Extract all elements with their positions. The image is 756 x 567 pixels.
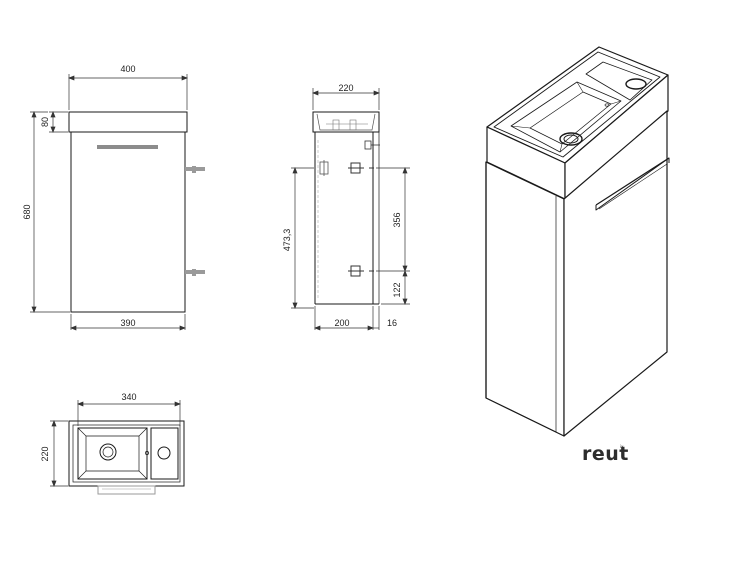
top-width-label: 340	[121, 392, 136, 402]
side-siphon-part	[319, 160, 329, 176]
side-height-473-label: 473,3	[282, 229, 292, 252]
front-basin-rim	[68, 111, 188, 133]
iso-drain-inner	[563, 134, 579, 144]
front-body-width-dimension	[70, 314, 186, 331]
side-view	[291, 88, 410, 331]
side-depth-dimension	[312, 88, 380, 110]
side-height-122-dimension	[381, 270, 410, 305]
front-body-width-label: 390	[120, 318, 135, 328]
front-total-height-dimension	[30, 111, 70, 313]
iso-cabinet-door	[563, 110, 668, 437]
front-wall-bracket-bottom	[185, 269, 205, 276]
side-protrusion-label: 16	[387, 318, 397, 328]
side-depth-label: 220	[338, 83, 353, 93]
side-basin-inner-profile	[316, 113, 376, 131]
top-overflow-hole	[145, 451, 149, 455]
front-basin-height-dimension	[49, 111, 68, 133]
brand-logo: reut ix	[582, 443, 629, 465]
top-door-handle	[97, 485, 156, 495]
front-view	[30, 74, 205, 331]
top-depth-dimension	[50, 420, 68, 487]
side-height-473-dimension	[291, 167, 314, 309]
top-tap-hole	[157, 446, 171, 460]
top-depth-label: 220	[40, 446, 50, 461]
front-cabinet-body	[70, 131, 186, 313]
iso-basin-right-face	[564, 74, 669, 200]
side-basin-section	[312, 111, 380, 133]
front-basin-height-label: 80	[40, 117, 50, 127]
side-wall-mount	[364, 140, 380, 150]
iso-tap-deck	[585, 61, 653, 101]
iso-drain-outer	[559, 132, 583, 146]
side-body-depth-dimension	[314, 306, 380, 331]
top-drain-outer	[99, 443, 117, 461]
side-height-356-dimension	[376, 167, 410, 272]
brand-name: reut	[582, 443, 629, 465]
top-width-dimension	[77, 400, 181, 426]
side-hinge-bottom	[348, 265, 374, 277]
isometric-view	[485, 46, 670, 437]
iso-basin-inner-rim	[493, 51, 661, 158]
front-width-dimension	[68, 74, 188, 110]
front-width-label: 400	[120, 64, 135, 74]
side-body-depth-label: 200	[334, 318, 349, 328]
side-height-356-label: 356	[392, 212, 402, 227]
top-tap-deck	[150, 427, 179, 480]
top-drain-inner	[102, 446, 114, 458]
front-wall-bracket-top	[185, 166, 205, 173]
side-height-122-label: 122	[392, 282, 402, 297]
front-total-height-label: 680	[22, 204, 32, 219]
top-view	[50, 400, 185, 495]
brand-superscript: ix	[620, 444, 624, 449]
iso-door-handle	[595, 157, 670, 211]
iso-tap-hole	[625, 78, 647, 90]
side-hinge-top	[348, 162, 374, 174]
iso-cabinet-side	[485, 161, 565, 437]
